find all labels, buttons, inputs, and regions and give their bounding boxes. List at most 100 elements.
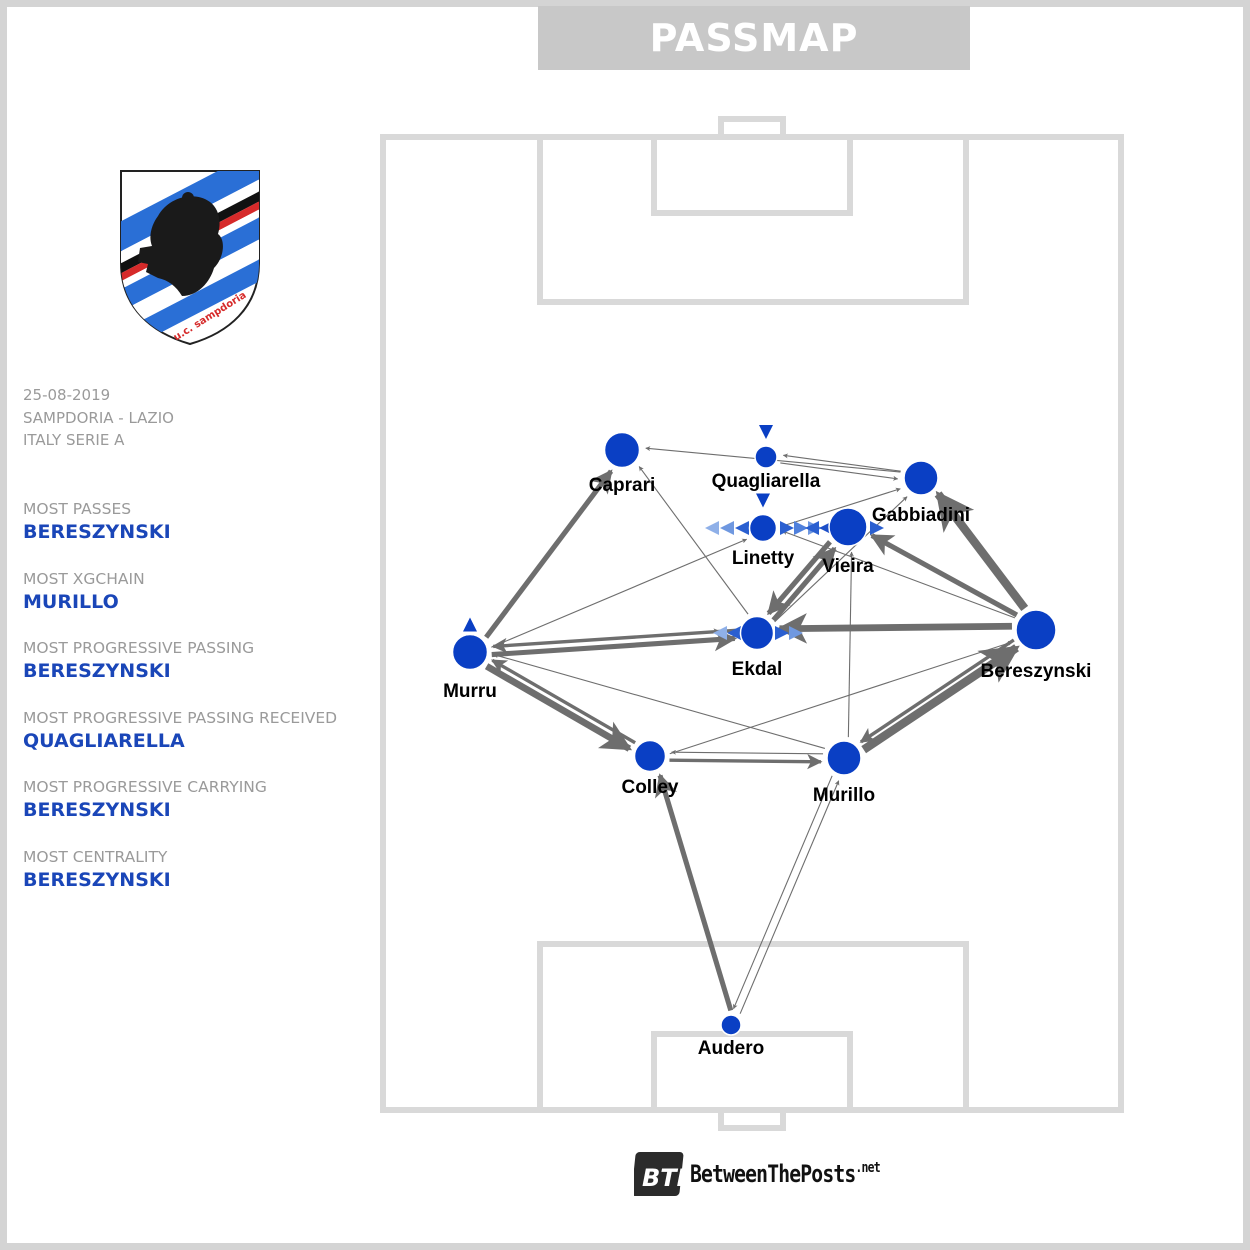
- footer-brand-suffix: .net: [855, 1160, 880, 1176]
- player-name: Bereszynski: [981, 661, 1092, 682]
- pass-edge-murillo-to-audero: [733, 775, 833, 1010]
- player-node-murillo: Murillo: [813, 740, 875, 806]
- player-name: Vieira: [822, 556, 874, 577]
- stat-most-progressive-carrying: MOST PROGRESSIVE CARRYING BERESZYNSKI: [23, 778, 337, 848]
- pass-edges: [484, 446, 1029, 1014]
- player-node-quagliarella: Quagliarella: [712, 445, 821, 492]
- progression-right-marker: [775, 626, 789, 640]
- player-node-audero: Audero: [698, 1014, 765, 1059]
- player-name: Murillo: [813, 785, 875, 806]
- player-dot: [603, 431, 641, 469]
- match-fixture: SAMPDORIA - LAZIO: [23, 408, 174, 427]
- player-node-vieira: Vieira: [822, 507, 874, 577]
- player-markers: [463, 425, 884, 640]
- player-name: Ekdal: [732, 659, 783, 680]
- progression-left-marker: [727, 626, 741, 640]
- player-node-colley: Colley: [621, 739, 679, 798]
- match-date: 25-08-2019: [23, 386, 111, 404]
- stat-value: BERESZYNSKI: [23, 868, 171, 891]
- footer-brand-text: BetweenThePosts: [690, 1160, 856, 1188]
- player-name: Murru: [443, 681, 497, 702]
- pass-edge-murru-to-linetty: [491, 538, 748, 648]
- pass-edge-murillo-to-bereszynski: [861, 644, 1020, 754]
- progression-right-marker: [789, 626, 803, 640]
- pass-edge-bereszynski-to-linetty: [782, 530, 1016, 619]
- player-dot: [748, 513, 778, 543]
- player-node-gabbiadini: Gabbiadini: [872, 460, 970, 526]
- pass-edge-murru-to-ekdal: [491, 628, 738, 658]
- pass-edge-audero-to-murillo: [739, 780, 840, 1014]
- pass-edge-ekdal-to-murru: [491, 628, 737, 654]
- player-name: Quagliarella: [712, 471, 821, 492]
- player-dot: [1015, 609, 1057, 651]
- stat-value: BERESZYNSKI: [23, 660, 171, 682]
- stat-label: MOST PROGRESSIVE PASSING RECEIVED: [23, 708, 338, 727]
- stat-label: MOST CENTRALITY: [23, 847, 168, 866]
- goal-top: [718, 116, 786, 140]
- progression-right-marker: [870, 521, 884, 535]
- progression-left-marker: [705, 521, 719, 535]
- player-marker-down: [759, 425, 773, 439]
- pass-edge-murru-to-colley: [484, 663, 633, 752]
- player-marker-up: [463, 617, 477, 632]
- progression-left-marker: [720, 521, 734, 535]
- stat-label: MOST PROGRESSIVE PASSING: [23, 639, 255, 657]
- stat-most-centrality: MOST CENTRALITY BERESZYNSKI: [23, 848, 337, 918]
- player-node-murru: Murru: [443, 633, 497, 702]
- pass-edge-gabbiadini-to-quagliarella: [782, 453, 901, 472]
- pass-edge-bereszynski-to-vieira: [869, 533, 1019, 618]
- pass-edge-linetty-to-gabbiadini: [780, 487, 901, 528]
- goal-bottom: [718, 1107, 786, 1131]
- pass-edge-bereszynski-to-murillo: [859, 638, 1015, 744]
- stat-most-passes: MOST PASSES BERESZYNSKI: [23, 500, 337, 570]
- stat-value: BERESZYNSKI: [23, 799, 171, 821]
- player-name: Caprari: [589, 475, 656, 496]
- pitch: [380, 116, 1124, 1131]
- goal-area-top: [651, 134, 853, 216]
- player-dot: [633, 739, 667, 773]
- pass-edge-colley-to-bereszynski: [669, 640, 1013, 755]
- player-dot: [826, 740, 862, 776]
- pass-edge-murillo-to-colley: [671, 749, 824, 755]
- pass-edge-quagliarella-to-gabbiadini: [780, 462, 899, 481]
- pass-edge-bereszynski-to-gabbiadini: [934, 490, 1029, 612]
- club-crest-logo: u.c. sampdoria: [120, 170, 260, 346]
- pass-edge-colley-to-murru: [491, 658, 636, 745]
- player-dot: [720, 1014, 742, 1036]
- stat-label: MOST PROGRESSIVE CARRYING: [23, 778, 267, 796]
- footer-logo: BTP: [634, 1152, 695, 1196]
- pass-edge-murillo-to-vieira: [847, 551, 854, 738]
- player-name: Colley: [621, 777, 678, 798]
- stats-panel: MOST PASSES BERESZYNSKI MOST XGCHAIN MUR…: [23, 500, 337, 917]
- footer-mark: BTP: [642, 1164, 695, 1192]
- pass-edge-ekdal-to-gabbiadini: [774, 496, 908, 623]
- match-info: 25-08-2019 SAMPDORIA - LAZIO ITALY SERIE…: [23, 384, 174, 452]
- stat-most-progressive-passing: MOST PROGRESSIVE PASSING BERESZYNSKI: [23, 639, 337, 709]
- player-dot: [903, 460, 939, 496]
- pass-edge-murru-to-caprari: [484, 469, 614, 639]
- progression-right-marker: [780, 521, 794, 535]
- progression-left-marker: [735, 521, 749, 535]
- title-bar: PASSMAP: [538, 6, 970, 70]
- progression-right-marker: [794, 521, 808, 535]
- player-node-linetty: Linetty: [732, 513, 795, 569]
- progression-left-marker: [713, 626, 727, 640]
- pass-edge-colley-to-murillo: [669, 753, 823, 770]
- player-marker-down: [756, 493, 770, 508]
- stat-most-progressive-passing-received: MOST PROGRESSIVE PASSING RECEIVED QUAGLI…: [23, 709, 337, 779]
- pass-edge-ekdal-to-caprari: [638, 466, 749, 615]
- player-node-bereszynski: Bereszynski: [981, 609, 1092, 682]
- player-name: Audero: [698, 1038, 765, 1059]
- player-name: Linetty: [732, 548, 795, 569]
- pass-edge-vieira-to-ekdal: [766, 540, 832, 616]
- player-node-ekdal: Ekdal: [732, 615, 783, 680]
- penalty-box-bottom: [537, 941, 969, 1113]
- page-title: PASSMAP: [649, 16, 859, 60]
- player-dot: [828, 507, 868, 547]
- stat-value: BERESZYNSKI: [23, 521, 171, 543]
- stat-value: QUAGLIARELLA: [23, 729, 185, 752]
- player-node-caprari: Caprari: [589, 431, 656, 496]
